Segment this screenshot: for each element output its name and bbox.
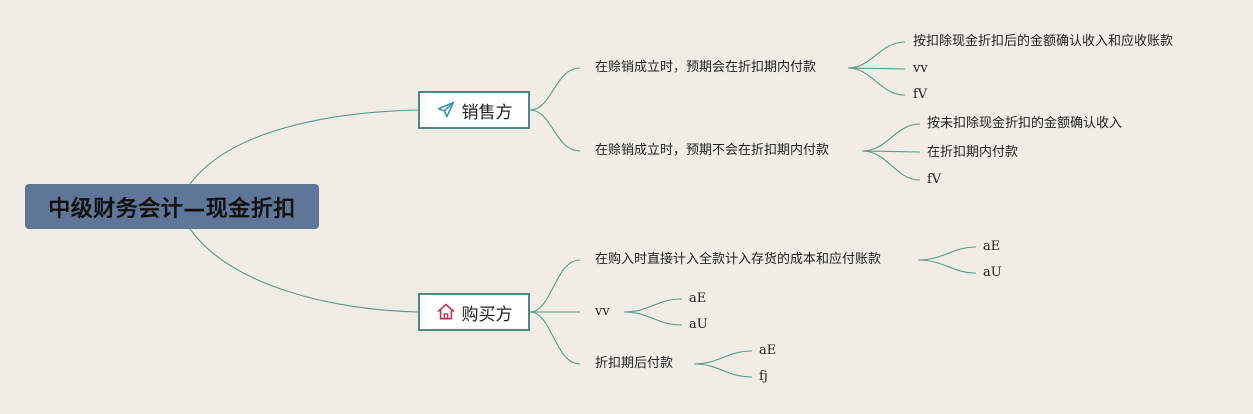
connector-s2-leaf3	[861, 150, 921, 181]
connector-b1-leaf1	[917, 246, 977, 261]
buyer-subtopic-2-leaf-2[interactable]: aU	[689, 317, 708, 332]
connector-b3-leaf2	[693, 363, 753, 378]
root-topic[interactable]: 中级财务会计—现金折扣	[25, 184, 319, 229]
paper-plane-icon	[436, 100, 456, 120]
branch-seller[interactable]: 销售方	[418, 91, 530, 129]
connector-buyer-sub3	[529, 311, 581, 365]
connector-seller-sub1	[529, 67, 581, 111]
connector-root-seller	[189, 109, 419, 185]
seller-subtopic-2-leaf-2[interactable]: 在折扣期内付款	[927, 145, 1019, 160]
connector-buyer-sub1	[529, 259, 581, 313]
seller-subtopic-1-leaf-1[interactable]: 按扣除现金折扣后的金额确认收入和应收账款	[913, 34, 1174, 49]
buyer-subtopic-2[interactable]: vv	[595, 304, 610, 319]
seller-subtopic-2-leaf-1[interactable]: 按未扣除现金折扣的金额确认收入	[927, 116, 1123, 131]
connector-s1-leaf3	[847, 67, 906, 96]
connector-s2-leaf2	[861, 150, 921, 153]
connector-s1-leaf2	[847, 67, 906, 70]
buyer-subtopic-1-leaf-2[interactable]: aU	[983, 265, 1002, 280]
connector-b1-leaf2	[917, 259, 977, 274]
buyer-subtopic-1-leaf-1[interactable]: aE	[983, 239, 1001, 254]
branch-buyer[interactable]: 购买方	[418, 293, 530, 331]
buyer-subtopic-3-leaf-1[interactable]: aE	[759, 343, 777, 358]
seller-subtopic-2-leaf-3[interactable]: fV	[927, 172, 942, 187]
connector-b2-leaf1	[623, 298, 683, 313]
connector-s1-leaf1	[847, 41, 906, 69]
branch-seller-label: 销售方	[461, 102, 513, 123]
seller-subtopic-1-leaf-2[interactable]: vv	[913, 61, 928, 76]
connector-root-buyer	[189, 228, 419, 313]
seller-subtopic-1-leaf-3[interactable]: fV	[913, 87, 928, 102]
root-topic-label: 中级财务会计—现金折扣	[48, 196, 296, 222]
buyer-subtopic-2-leaf-1[interactable]: aE	[689, 291, 707, 306]
seller-subtopic-2[interactable]: 在赊销成立时，预期不会在折扣期内付款	[595, 143, 830, 158]
buyer-subtopic-3-leaf-2[interactable]: fj	[759, 369, 768, 384]
connector-b2-leaf2	[623, 311, 683, 326]
home-icon	[436, 302, 456, 322]
connector-b3-leaf1	[693, 350, 753, 365]
connector-seller-sub2	[529, 109, 581, 152]
branch-buyer-label: 购买方	[461, 304, 513, 325]
connector-s2-leaf1	[861, 123, 921, 152]
buyer-subtopic-3[interactable]: 折扣期后付款	[595, 356, 674, 371]
buyer-subtopic-1[interactable]: 在购入时直接计入全款计入存货的成本和应付账款	[595, 252, 882, 267]
seller-subtopic-1[interactable]: 在赊销成立时，预期会在折扣期内付款	[595, 60, 817, 75]
